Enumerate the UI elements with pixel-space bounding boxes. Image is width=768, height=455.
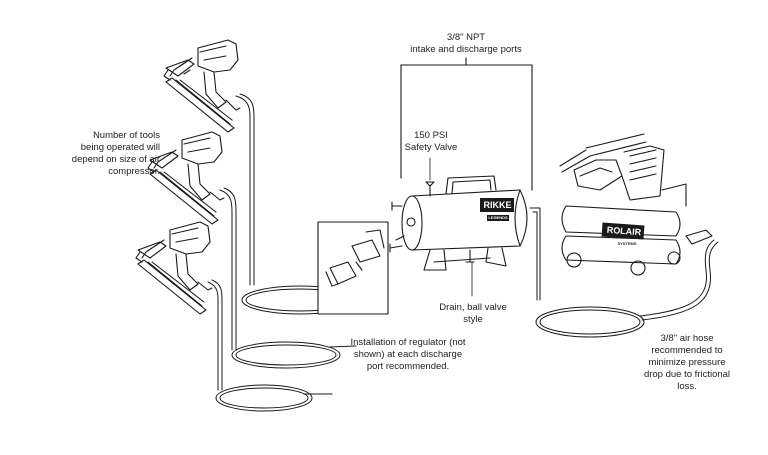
tools-label: Number of tools being operated will depe…	[40, 130, 160, 178]
drain-label: Drain, ball valve style	[426, 302, 520, 326]
leader-lines	[429, 157, 473, 297]
tools-label-line-1: Number of tools	[92, 130, 160, 141]
nailer-3	[135, 221, 213, 315]
safety-valve-label-line-1: 150 PSI	[414, 130, 448, 141]
hose-label-line-4: drop due to frictional	[643, 369, 731, 380]
regulator-label-line-3: port recommended.	[366, 361, 450, 372]
hose-label-line-2: recommended to	[651, 345, 723, 356]
drain-label-line-2: style	[463, 314, 483, 325]
tools-label-line-4: compressor.	[108, 166, 160, 177]
ports-label-line-1: 3/8" NPT	[446, 32, 486, 43]
nailer-1	[163, 39, 241, 133]
ports-label-line-2: intake and discharge ports	[410, 44, 522, 55]
hose-label-line-5: loss.	[677, 381, 697, 392]
compressor-brand-name: ROLAIR	[606, 224, 642, 238]
hose-label-line-3: minimize pressure	[648, 357, 726, 368]
hose-label: 3/8" air hose recommended to minimize pr…	[632, 333, 742, 393]
tank-brand-badge: LEGENDS	[488, 215, 508, 220]
regulator-label: Installation of regulator (not shown) at…	[334, 337, 482, 373]
hose-label-line-1: 3/8" air hose	[660, 333, 714, 344]
ports-label: 3/8" NPT intake and discharge ports	[380, 32, 552, 56]
air-tank	[389, 175, 528, 271]
ports-bracket	[400, 57, 533, 191]
tools-label-line-3: depend on size of air	[71, 154, 160, 165]
compressor-badge	[601, 222, 645, 240]
regulator-label-line-2: shown) at each discharge	[353, 349, 463, 360]
tank-badge	[480, 198, 514, 221]
nailer-2	[147, 131, 225, 225]
drain-label-line-1: Drain, ball valve	[439, 302, 507, 313]
regulator-label-line-1: Installation of regulator (not	[350, 337, 466, 348]
compressor	[559, 133, 713, 276]
safety-valve-label-line-2: Safety Valve	[404, 142, 458, 153]
tank-brand-name: RIKKE	[483, 200, 512, 210]
compressor-brand-sub: SYSTEMS	[617, 241, 637, 246]
tools-label-line-2: being operated will	[80, 142, 160, 153]
regulator-inset	[317, 221, 389, 315]
safety-valve-label: 150 PSI Safety Valve	[395, 130, 467, 154]
supply-hose	[529, 207, 719, 338]
